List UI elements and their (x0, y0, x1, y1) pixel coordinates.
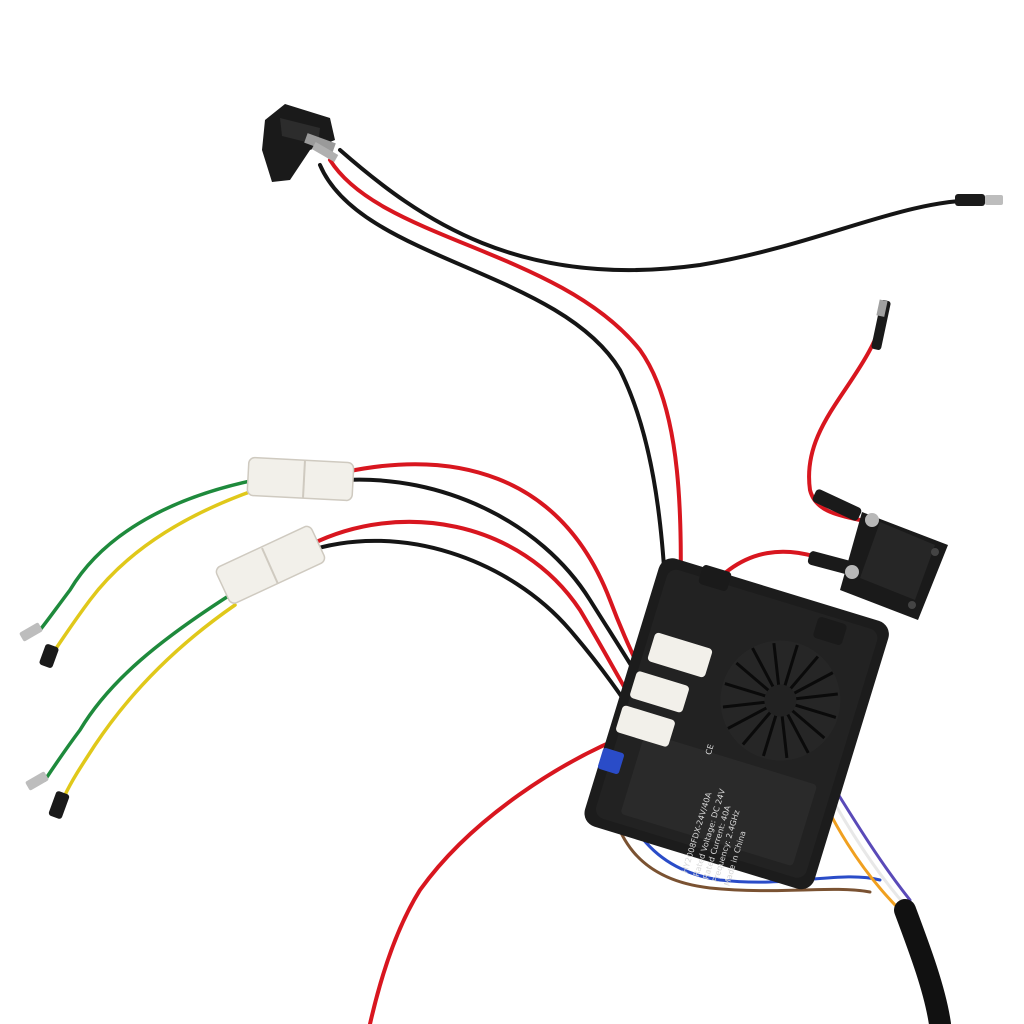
thermal-breaker-icon (807, 299, 948, 620)
spade-terminal-icon (955, 194, 1003, 206)
red-wire-upper-connector (343, 462, 652, 692)
yellow-wire-upper (53, 488, 257, 652)
controller-fan-grille-icon (720, 640, 841, 761)
yellow-wire-lower (63, 603, 237, 797)
red-wire-switch-to-controller (328, 158, 683, 652)
cable-sheath (894, 899, 951, 1024)
rocker-switch (262, 104, 339, 182)
lower-white-connector (215, 525, 326, 604)
controller-sockets (598, 632, 713, 774)
upper-white-connector (246, 456, 355, 502)
controller-ce-mark: CE (704, 743, 716, 756)
black-wire-switch-to-controller (318, 163, 670, 652)
black-wire-upper-connector (343, 477, 650, 697)
green-wire-lower (43, 593, 232, 782)
black-wire-switch-to-terminal (338, 148, 982, 273)
red-wire-breaker-top (807, 308, 887, 522)
red-wire-battery (368, 728, 642, 1024)
controller-box: HY2008FDX-24V/40A Rated Voltage: DC 24V … (584, 558, 889, 890)
black-wire-lower-connector (303, 538, 642, 727)
green-wire-upper (38, 478, 257, 632)
motor-wire-terminals (19, 622, 70, 819)
red-wire-lower-connector (308, 519, 647, 722)
